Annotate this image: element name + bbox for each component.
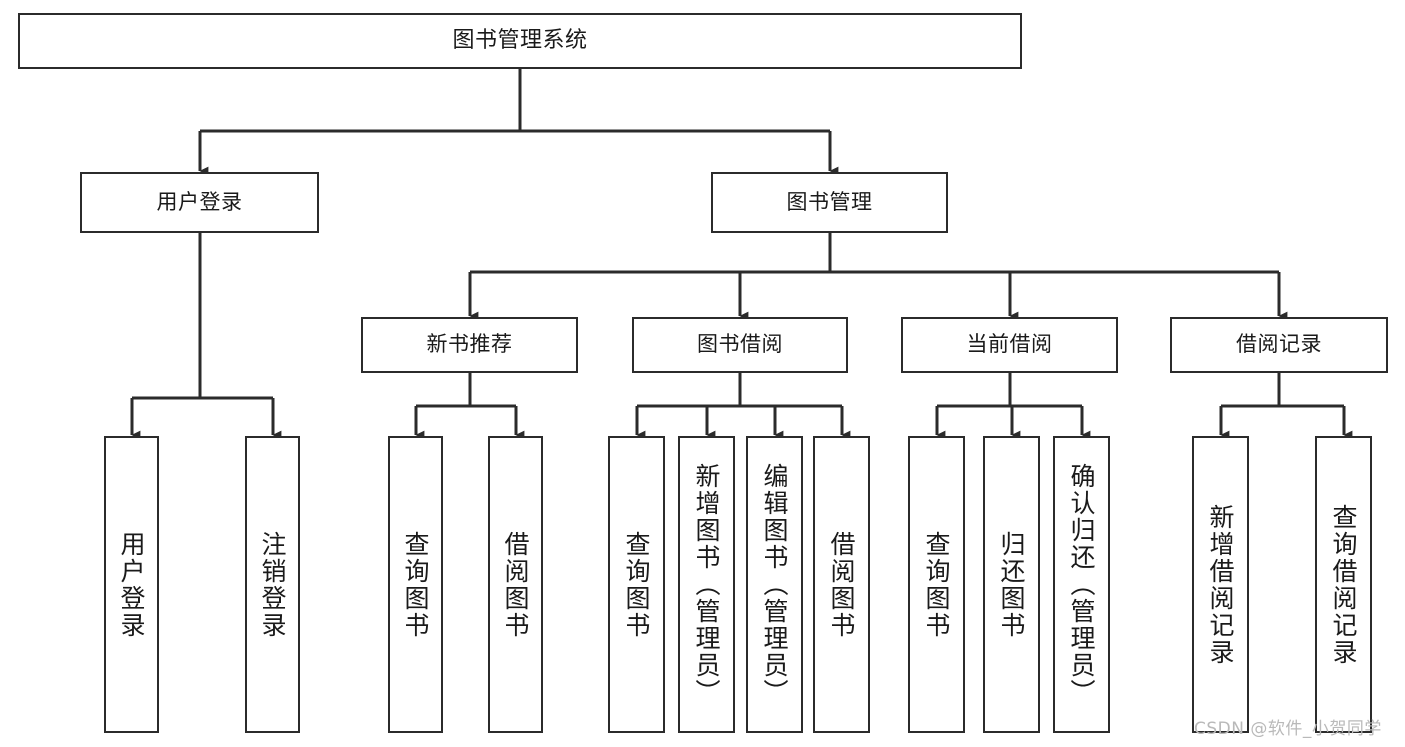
node-leaf-add-record[interactable]: 新增借阅记录 (1192, 436, 1249, 733)
node-root[interactable]: 图书管理系统 (18, 13, 1022, 69)
node-leaf-borrow-book[interactable]: 借阅图书 (813, 436, 870, 733)
node-leaf-edit-book[interactable]: 编辑图书（管理员） (746, 436, 803, 733)
node-leaf-query-book-rec[interactable]: 查询图书 (388, 436, 443, 733)
node-label: 查询图书 (401, 530, 430, 639)
node-label: 新增借阅记录 (1206, 503, 1235, 666)
node-borrow-record[interactable]: 借阅记录 (1170, 317, 1388, 373)
node-leaf-confirm-return[interactable]: 确认归还（管理员） (1053, 436, 1110, 733)
node-label: 借阅图书 (501, 530, 530, 639)
node-leaf-query-book-borrow[interactable]: 查询图书 (608, 436, 665, 733)
node-leaf-user-login[interactable]: 用户登录 (104, 436, 159, 733)
node-label: 查询图书 (922, 530, 951, 639)
node-label: 确认归还（管理员） (1067, 463, 1096, 706)
node-label: 新书推荐 (426, 332, 513, 357)
node-label: 当前借阅 (966, 332, 1053, 357)
node-label: 编辑图书（管理员） (760, 463, 789, 706)
node-user-login[interactable]: 用户登录 (80, 172, 319, 233)
node-label: 新增图书（管理员） (692, 463, 721, 706)
node-book-manage[interactable]: 图书管理 (711, 172, 948, 233)
node-leaf-query-book-cur[interactable]: 查询图书 (908, 436, 965, 733)
node-label: 查询图书 (622, 530, 651, 639)
node-leaf-borrow-book-rec[interactable]: 借阅图书 (488, 436, 543, 733)
node-label: 图书管理系统 (452, 27, 588, 53)
node-new-book-rec[interactable]: 新书推荐 (361, 317, 578, 373)
node-book-borrow[interactable]: 图书借阅 (632, 317, 848, 373)
node-label: 归还图书 (997, 530, 1026, 639)
node-leaf-query-record[interactable]: 查询借阅记录 (1315, 436, 1372, 733)
node-label: 图书管理 (786, 189, 873, 214)
node-leaf-logout[interactable]: 注销登录 (245, 436, 300, 733)
node-label: 查询借阅记录 (1329, 503, 1358, 666)
node-leaf-return-book[interactable]: 归还图书 (983, 436, 1040, 733)
node-label: 用户登录 (117, 530, 146, 639)
node-label: 注销登录 (258, 530, 287, 639)
node-label: 图书借阅 (697, 332, 783, 357)
node-current-borrow[interactable]: 当前借阅 (901, 317, 1118, 373)
node-label: 借阅记录 (1236, 332, 1322, 357)
node-label: 用户登录 (156, 189, 243, 214)
node-leaf-add-book[interactable]: 新增图书（管理员） (678, 436, 735, 733)
node-label: 借阅图书 (827, 530, 856, 639)
